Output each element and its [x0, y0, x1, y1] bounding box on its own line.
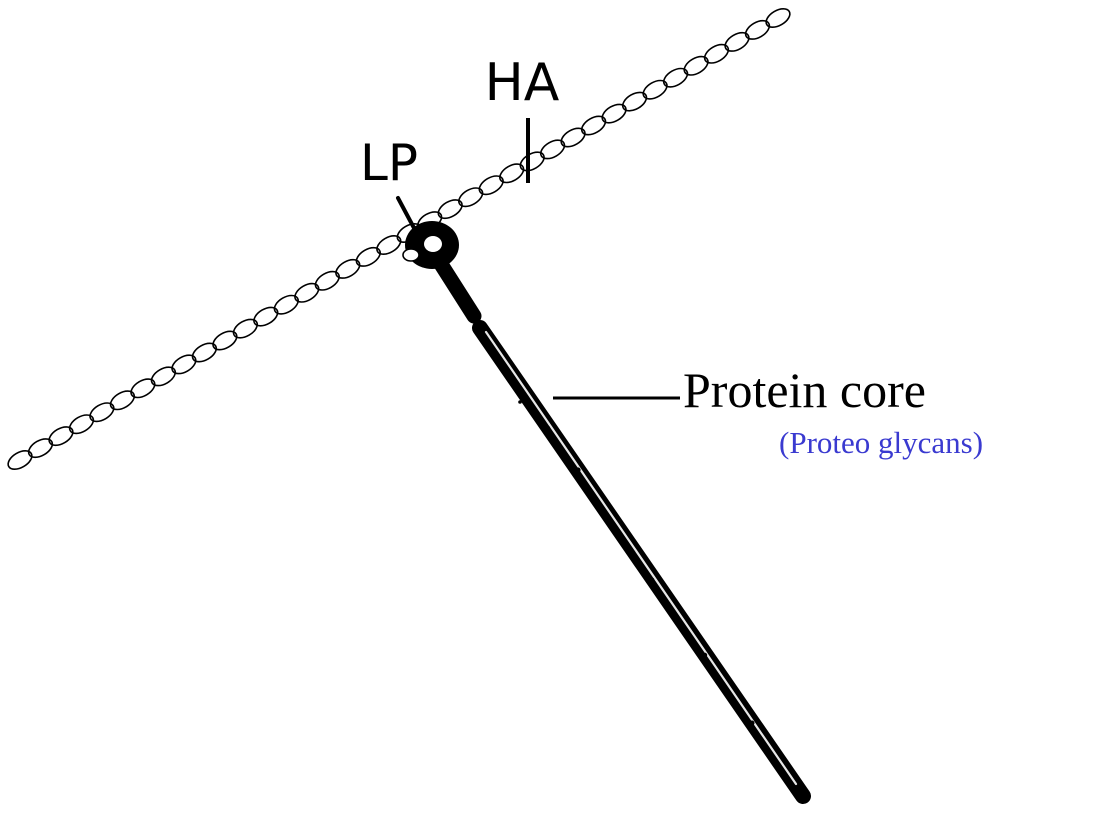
link-protein-knob	[403, 221, 459, 269]
chain-bead	[5, 447, 35, 473]
chain-bead	[456, 184, 486, 210]
chain-bead	[230, 316, 260, 342]
chain-bead	[148, 363, 178, 389]
chain-bead	[476, 172, 506, 198]
protein-core-rod	[432, 250, 803, 796]
chain-bead	[353, 244, 383, 270]
chain-bead	[763, 5, 793, 31]
chain-bead	[579, 112, 609, 138]
chain-bead	[292, 280, 322, 306]
chain-bead	[169, 351, 199, 377]
chain-bead	[435, 196, 465, 222]
chain-bead	[333, 256, 363, 282]
chain-bead	[25, 435, 55, 461]
chain-bead	[87, 399, 117, 425]
lp-label: LP	[360, 134, 418, 192]
chain-bead	[46, 423, 76, 449]
lp-pointer-line	[398, 198, 414, 228]
chain-bead	[681, 53, 711, 79]
chain-bead	[538, 136, 568, 162]
chain-bead	[701, 41, 731, 67]
hyaluronan-chain	[5, 5, 793, 473]
chain-bead	[374, 232, 404, 258]
chain-bead	[107, 387, 137, 413]
chain-bead	[497, 160, 527, 186]
chain-bead	[722, 29, 752, 55]
chain-bead	[128, 375, 158, 401]
chain-bead	[312, 268, 342, 294]
chain-bead	[620, 89, 650, 115]
chain-bead	[251, 304, 281, 330]
chain-bead	[599, 101, 629, 127]
chain-bead	[640, 77, 670, 103]
chain-bead	[66, 411, 96, 437]
ha-label: HA	[485, 53, 560, 113]
chain-bead	[189, 339, 219, 365]
chain-bead	[558, 124, 588, 150]
chain-bead	[210, 327, 240, 353]
chain-bead	[271, 292, 301, 318]
protein-core-label: Protein core	[683, 362, 926, 418]
chain-bead	[661, 65, 691, 91]
chain-bead	[517, 148, 547, 174]
chain-bead	[742, 17, 772, 43]
proteoglycans-label: (Proteo glycans)	[779, 425, 983, 460]
